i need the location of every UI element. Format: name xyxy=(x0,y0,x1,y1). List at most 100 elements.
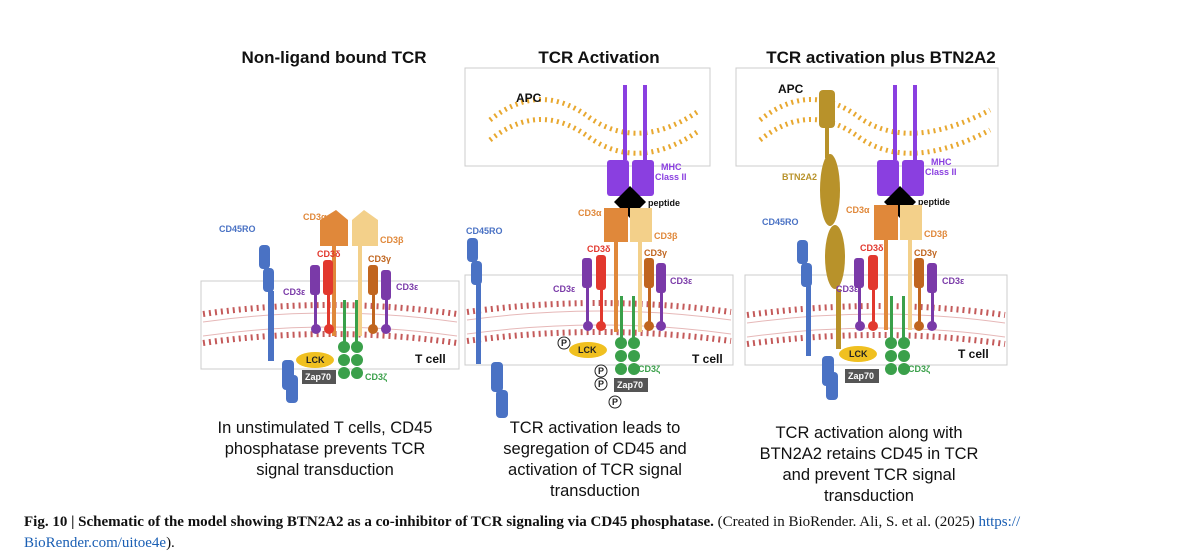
panel-1: CD45RO CD3α CD3β CD3δ CD3γ CD3ε CD3ε xyxy=(200,210,460,403)
mhc-label: MHC xyxy=(661,162,682,172)
cd3g-label: CD3γ xyxy=(914,248,937,258)
lck xyxy=(296,352,334,368)
figure-caption-label: Fig. 10 | Schematic of the model showing… xyxy=(24,514,714,530)
cd45ro-molecule xyxy=(259,245,298,403)
mhc-class-label: Class II xyxy=(925,167,957,177)
membrane-inner xyxy=(202,331,458,346)
svg-text:P: P xyxy=(598,379,604,389)
mhc-left xyxy=(607,160,629,196)
cd3d-label: CD3δ xyxy=(317,249,341,259)
panel-3-title: TCR activation plus BTN2A2 xyxy=(766,48,996,67)
cd3b-label: CD3β xyxy=(924,229,948,239)
panel-3-caption: TCR activation along with BTN2A2 retains… xyxy=(760,423,979,507)
phospho-markers: P P P P xyxy=(557,336,622,409)
zap70-label: Zap70 xyxy=(305,372,331,382)
membrane-outer xyxy=(466,300,732,315)
lck-label: LCK xyxy=(849,349,868,359)
figure-caption-text: (Created in BioRender. Ali, S. et al. (2… xyxy=(713,514,979,530)
cd3d-label: CD3δ xyxy=(587,244,611,254)
zap70 xyxy=(845,369,879,383)
panel-2: APC MHC Class II peptide CD3α CD3β CD3δ xyxy=(464,67,734,418)
cd3a-label: CD3α xyxy=(303,212,327,222)
cd3z xyxy=(615,296,640,375)
t-cell-label: T cell xyxy=(415,352,446,366)
cd3d-label: CD3δ xyxy=(860,243,884,253)
caption-line: BTN2A2 retains CD45 in TCR xyxy=(759,445,979,463)
panel-3: APC BTN2A2 MHC Class II peptide CD3α CD3… xyxy=(735,67,1008,400)
svg-text:P: P xyxy=(598,366,604,376)
caption-line: activation of TCR signal xyxy=(508,461,682,479)
cd3a-domain xyxy=(604,208,628,242)
cd45ro-molecule xyxy=(797,240,838,400)
lck-label: LCK xyxy=(578,345,597,355)
membrane-tails xyxy=(746,313,1006,338)
cd45ro-molecule xyxy=(467,238,508,418)
panel-2-caption: TCR activation leads to segregation of C… xyxy=(503,418,686,502)
cd3a-label: CD3α xyxy=(846,205,870,215)
cd3e-right xyxy=(381,270,391,300)
t-cell-label: T cell xyxy=(692,352,723,366)
mhc-class-label: Class II xyxy=(655,172,687,182)
cd3b-label: CD3β xyxy=(654,231,678,241)
cd3e-label-right: CD3ε xyxy=(942,276,965,286)
zap70 xyxy=(614,378,648,392)
caption-line: transduction xyxy=(824,487,914,505)
cd3g-label: CD3γ xyxy=(644,248,667,258)
figure-link-part2[interactable]: BioRender.com/uitoe4e xyxy=(24,535,167,551)
btn2a2-molecule xyxy=(819,90,845,349)
apc-membrane-top xyxy=(488,97,702,136)
figure-link-part1[interactable]: https:// xyxy=(978,514,1021,530)
cd3b-domain xyxy=(352,210,378,246)
lck xyxy=(569,342,607,358)
diagram-canvas: CD45RO CD3α CD3β CD3δ CD3γ CD3ε CD3ε xyxy=(200,67,1008,418)
caption-line: TCR activation leads to xyxy=(509,419,681,437)
apc-label: APC xyxy=(516,91,542,105)
caption-line: transduction xyxy=(550,482,640,500)
apc-membrane-top xyxy=(758,97,992,136)
mhc-left xyxy=(877,160,899,196)
cd3e-label-left: CD3ε xyxy=(283,287,306,297)
cd3z-label: CD3ζ xyxy=(365,372,387,382)
membrane-inner xyxy=(746,332,1006,347)
panel-1-title: Non-ligand bound TCR xyxy=(241,48,427,67)
cd3g-label: CD3γ xyxy=(368,254,391,264)
caption-line: signal transduction xyxy=(256,461,394,479)
peptide-label: peptide xyxy=(648,198,680,208)
apc-box xyxy=(464,67,711,167)
btn2a2-label: BTN2A2 xyxy=(782,172,817,182)
mhc-right xyxy=(632,160,654,196)
cd3b-domain xyxy=(900,205,922,240)
caption-line: TCR activation along with xyxy=(775,424,963,442)
t-cell-label: T cell xyxy=(958,347,989,361)
caption-line: segregation of CD45 and xyxy=(503,440,687,458)
caption-line: In unstimulated T cells, CD45 xyxy=(217,419,433,437)
cd3z-label: CD3ζ xyxy=(638,364,660,374)
cd45ro-label: CD45RO xyxy=(762,217,799,227)
cd45ro-label: CD45RO xyxy=(466,226,503,236)
apc-box xyxy=(735,67,999,167)
panel-2-title: TCR Activation xyxy=(538,48,660,67)
peptide-label: peptide xyxy=(918,197,950,207)
mhc-label: MHC xyxy=(931,157,952,167)
cd3g xyxy=(368,265,378,295)
zap70 xyxy=(302,370,336,384)
figure-caption-end: ). xyxy=(166,535,175,551)
cd3z xyxy=(885,296,910,375)
cd3e-left xyxy=(310,265,320,295)
svg-text:P: P xyxy=(561,338,567,348)
cd3b-label: CD3β xyxy=(380,235,404,245)
cd3e-label-left: CD3ε xyxy=(836,284,859,294)
panel-1-caption: In unstimulated T cells, CD45 phosphatas… xyxy=(218,418,433,481)
lck-label: LCK xyxy=(306,355,325,365)
zap70-label: Zap70 xyxy=(848,371,874,381)
cd3z-label: CD3ζ xyxy=(908,364,930,374)
caption-line: phosphatase prevents TCR xyxy=(224,440,426,458)
svg-text:P: P xyxy=(612,397,618,407)
membrane-inner xyxy=(466,329,732,344)
cd45ro-label: CD45RO xyxy=(219,224,256,234)
cd3d xyxy=(323,260,333,295)
cd3z xyxy=(338,300,363,379)
zap70-label: Zap70 xyxy=(617,380,643,390)
cd3a-domain xyxy=(320,210,348,246)
cd3e-label-right: CD3ε xyxy=(396,282,419,292)
